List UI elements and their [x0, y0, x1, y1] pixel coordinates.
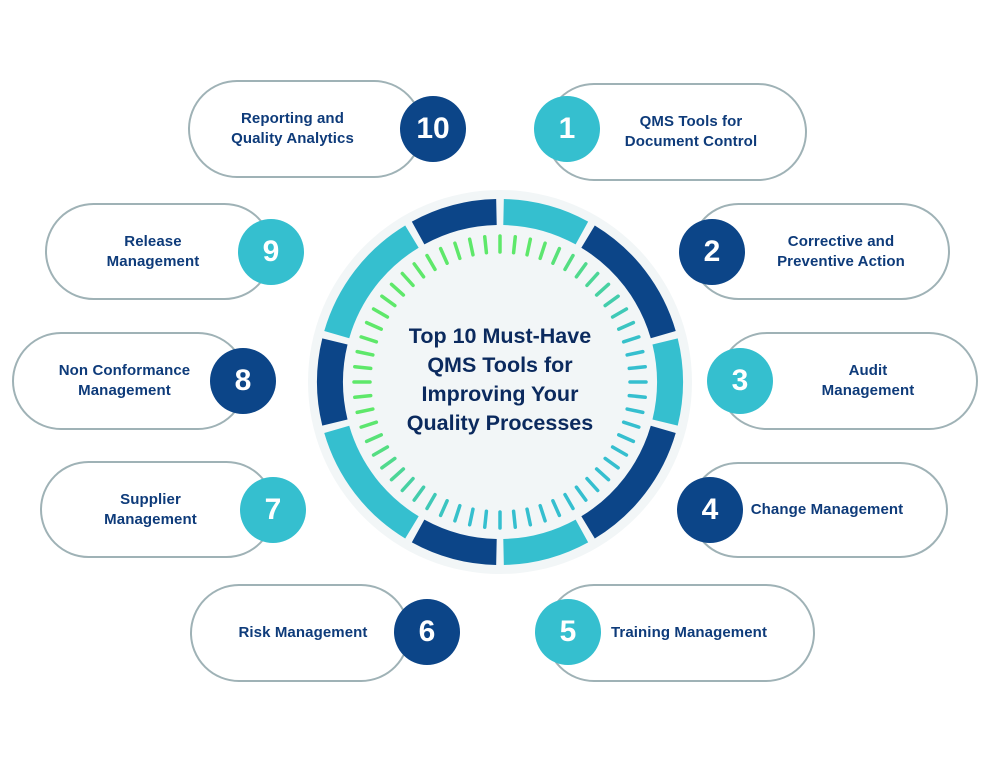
dial-tick	[359, 420, 379, 429]
item-label-10: Reporting and Quality Analytics	[231, 110, 354, 147]
ring-segment	[581, 425, 676, 539]
dial-tick	[482, 509, 489, 529]
item-badge-3: 3	[707, 348, 773, 414]
dial-tick	[525, 237, 533, 257]
item-pill-8: Non Conformance Management	[12, 332, 247, 430]
dial-tick	[551, 246, 562, 265]
item-badge-2: 2	[679, 219, 745, 285]
item-pill-1: QMS Tools for Document Control	[545, 83, 807, 181]
dial-tick	[438, 499, 449, 518]
ring-segment	[324, 425, 419, 539]
item-pill-6: Risk Management	[190, 584, 410, 682]
dial-tick	[389, 467, 406, 482]
dial-tick	[438, 246, 449, 265]
dial-tick	[551, 499, 562, 518]
dial-tick	[621, 335, 641, 344]
dial-tick	[467, 237, 475, 257]
dial-tick	[380, 456, 397, 470]
dial-tick	[400, 271, 415, 288]
dial-tick	[625, 349, 645, 357]
ring-segment	[503, 199, 589, 245]
ring-segment	[503, 519, 589, 565]
dial-tick	[603, 456, 620, 470]
dial-tick	[400, 476, 415, 493]
item-label-8: Non Conformance Management	[58, 362, 191, 399]
item-badge-4: 4	[677, 477, 743, 543]
item-badge-10: 10	[400, 96, 466, 162]
dial-tick	[511, 509, 518, 529]
ring-segment	[317, 338, 348, 426]
dial-tick	[453, 503, 462, 523]
dial-tick	[585, 476, 600, 493]
diagram-title: Top 10 Must-Have QMS Tools for Improving…	[406, 324, 594, 435]
dial-tick	[625, 407, 645, 415]
ring-segment	[411, 519, 497, 565]
dial-tick	[453, 241, 462, 261]
dial-tick	[563, 492, 575, 511]
dial-tick	[425, 492, 437, 511]
dial-tick	[412, 485, 426, 502]
dial-tick	[617, 433, 636, 444]
dial-tick	[617, 320, 636, 331]
item-badge-9: 9	[238, 219, 304, 285]
dial-tick	[594, 467, 611, 482]
dial-tick	[425, 253, 437, 272]
dial-tick	[585, 271, 600, 288]
item-label-1: QMS Tools for Document Control	[624, 113, 758, 150]
item-label-6: Risk Management	[238, 624, 368, 641]
dial-tick	[371, 445, 390, 457]
ring-segment	[324, 225, 419, 339]
dial-tick	[412, 262, 426, 279]
item-badge-8: 8	[210, 348, 276, 414]
item-label-3: Audit Management	[821, 362, 915, 399]
item-pill-10: Reporting and Quality Analytics	[188, 80, 423, 178]
dial-tick	[594, 282, 611, 297]
dial-tick	[610, 307, 629, 319]
dial-tick	[359, 335, 379, 344]
dial-tick	[467, 507, 475, 527]
item-badge-5: 5	[535, 599, 601, 665]
dial-tick	[574, 262, 588, 279]
ring-segment	[411, 199, 497, 245]
dial-tick	[482, 235, 489, 255]
ring-segment	[652, 338, 683, 426]
dial-tick	[364, 433, 383, 444]
item-badge-1: 1	[534, 96, 600, 162]
item-label-2: Corrective and Preventive Action	[777, 232, 905, 270]
dial-tick	[627, 364, 647, 371]
dial-tick	[355, 407, 375, 415]
dial-tick	[627, 393, 647, 400]
dial-tick	[353, 364, 373, 371]
item-label-5: Training Management	[610, 624, 768, 641]
item-label-9: Release Management	[106, 232, 200, 270]
item-badge-7: 7	[240, 477, 306, 543]
dial-tick	[364, 320, 383, 331]
dial-tick	[574, 485, 588, 502]
item-label-7: Supplier Management	[104, 490, 197, 528]
item-label-4: Change Management	[750, 501, 904, 518]
ring-segments	[317, 199, 683, 565]
dial-tick	[380, 294, 397, 308]
dial-tick	[621, 420, 641, 429]
dial-tick	[389, 282, 406, 297]
dial-tick	[353, 393, 373, 400]
dial-tick	[371, 307, 390, 319]
item-badge-6: 6	[394, 599, 460, 665]
item-pill-3: Audit Management	[718, 332, 978, 430]
dial-tick	[563, 253, 575, 272]
dial-background	[308, 190, 692, 574]
dial-tick	[610, 445, 629, 457]
dial-tick	[511, 235, 518, 255]
dial-ticks	[352, 234, 648, 530]
item-pill-9: Release Management	[45, 203, 273, 300]
dial-tick	[603, 294, 620, 308]
ring-segment	[581, 225, 676, 339]
dial-tick	[525, 507, 533, 527]
dial-tick	[355, 349, 375, 357]
dial-tick	[538, 241, 547, 261]
dial-tick	[538, 503, 547, 523]
